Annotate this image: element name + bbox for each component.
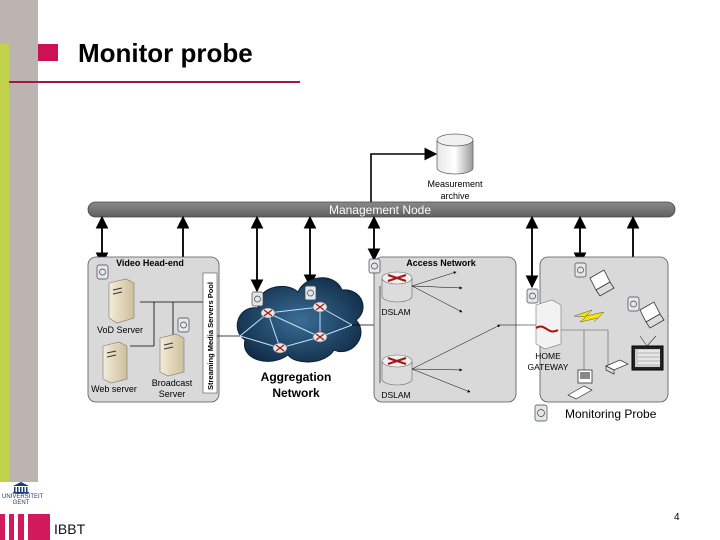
ugent-text-2: GENT: [12, 500, 30, 506]
management-node: Management Node: [87, 201, 676, 218]
vod-server-label: VoD Server: [97, 325, 143, 335]
home-gateway-icon: [535, 299, 562, 350]
desktop-pc-icon: [567, 369, 593, 400]
probe-icon: [368, 258, 381, 274]
home-gateway-label-1: HOME: [535, 351, 561, 361]
aggregation-label-2: Network: [272, 386, 320, 400]
title-underline: [9, 81, 300, 83]
dslam-top-label: DSLAM: [381, 307, 410, 317]
laptop-right-icon: [639, 301, 665, 329]
broadcast-server-icon: [159, 333, 185, 377]
video-headend-title: Video Head-end: [116, 258, 184, 268]
slide-title: Monitor probe: [78, 38, 253, 68]
building-icon: [13, 482, 29, 494]
ugent-logo: UNIVERSITEIT GENT: [2, 482, 44, 506]
archive-label-2: archive: [440, 191, 469, 201]
dslam-bottom-label: DSLAM: [381, 390, 410, 400]
title-bullet-square: [38, 44, 58, 61]
management-node-label: Management Node: [329, 203, 431, 217]
probe-icon: [251, 291, 264, 307]
aggregation-label-1: Aggregation: [261, 370, 332, 384]
probe-icon: [177, 317, 190, 333]
access-network: Access Network DSLAM DSLAM: [373, 256, 540, 403]
page-number: 4: [674, 512, 680, 523]
archive-label-1: Measurement: [427, 179, 483, 189]
broadcast-server-label-2: Server: [159, 389, 186, 399]
archive-connector: [370, 147, 438, 202]
probe-icon: [304, 285, 317, 301]
measurement-archive: Measurement archive: [427, 133, 483, 201]
laptop-top-icon: [589, 269, 615, 297]
vod-server-icon: [108, 278, 135, 324]
monitoring-probe-icons: [96, 258, 640, 333]
web-server-icon: [102, 341, 128, 384]
probe-icon: [627, 296, 640, 312]
web-server-label: Web server: [91, 384, 137, 394]
legend-probe-label: Monitoring Probe: [565, 407, 657, 421]
aggregation-network: Aggregation Network: [236, 277, 364, 400]
set-top-box-icon: [605, 359, 629, 375]
legend: Monitoring Probe: [534, 404, 657, 422]
sidebar-green-band: [0, 44, 9, 482]
home-network: HOME GATEWAY: [528, 256, 669, 403]
home-gateway-label-2: GATEWAY: [528, 362, 569, 372]
pool-label: Streaming Media Servers Pool: [206, 282, 215, 390]
ibbt-logo-text: IBBT: [54, 521, 86, 537]
television-icon: [631, 335, 664, 371]
broadcast-server-label-1: Broadcast: [152, 378, 193, 388]
probe-icon: [96, 264, 109, 280]
ugent-text-1: UNIVERSITEIT: [2, 494, 44, 500]
dslam-bottom-icon: [381, 354, 413, 386]
probe-icon: [526, 288, 539, 304]
access-network-title: Access Network: [406, 258, 477, 268]
probe-icon: [574, 262, 587, 278]
wireless-bolt-icon: [573, 309, 605, 323]
video-headend: Video Head-end Streaming Media Servers P…: [87, 256, 240, 403]
legend-probe-icon: [534, 404, 548, 422]
dslam-top-icon: [381, 271, 413, 303]
